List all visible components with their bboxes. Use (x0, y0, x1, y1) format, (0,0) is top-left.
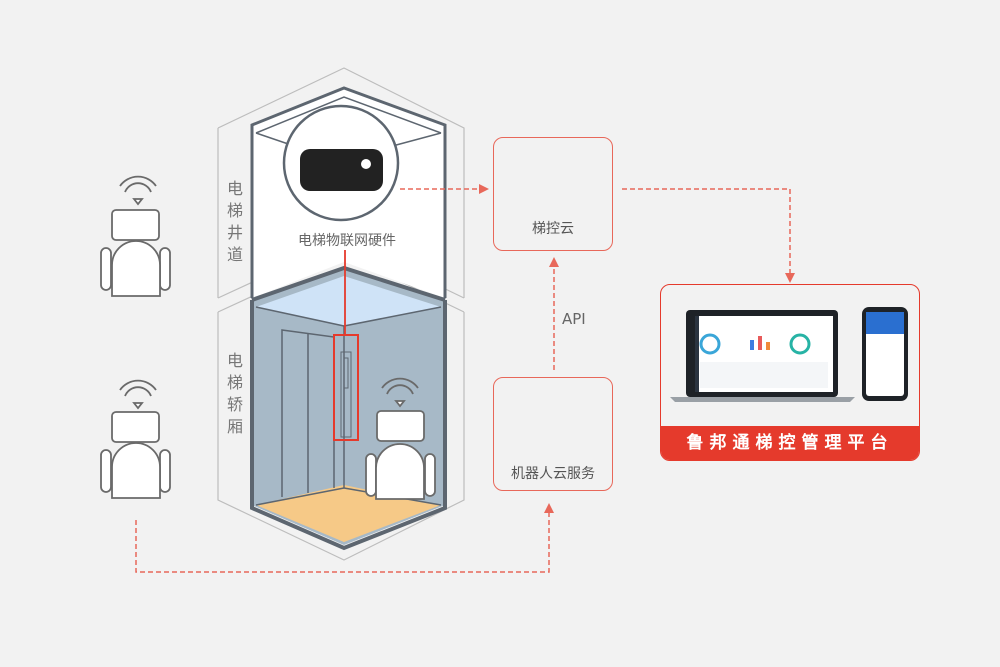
platform-devices (670, 307, 908, 402)
platform-node: 鲁邦通梯控管理平台 (660, 284, 920, 461)
elevator-car (250, 265, 447, 551)
api-label: API (562, 310, 586, 328)
cloud-control-label: 梯控云 (532, 221, 574, 237)
section-label-shaft: 电梯井道 (226, 179, 243, 264)
flow-arrows (135, 184, 795, 573)
robot-cloud-label: 机器人云服务 (511, 466, 595, 482)
hardware-label: 电梯物联网硬件 (298, 233, 396, 249)
robot-icon (100, 379, 171, 499)
control-panel (333, 250, 359, 441)
robot-icon (365, 377, 436, 500)
cloud-control-node: 梯控云 (493, 137, 613, 251)
section-label-car: 电梯轿厢 (226, 351, 243, 436)
robot-cloud-node: 机器人云服务 (493, 377, 613, 491)
platform-label: 鲁邦通梯控管理平台 (661, 426, 919, 460)
iot-hardware (282, 104, 400, 222)
robot-icon (100, 175, 171, 297)
